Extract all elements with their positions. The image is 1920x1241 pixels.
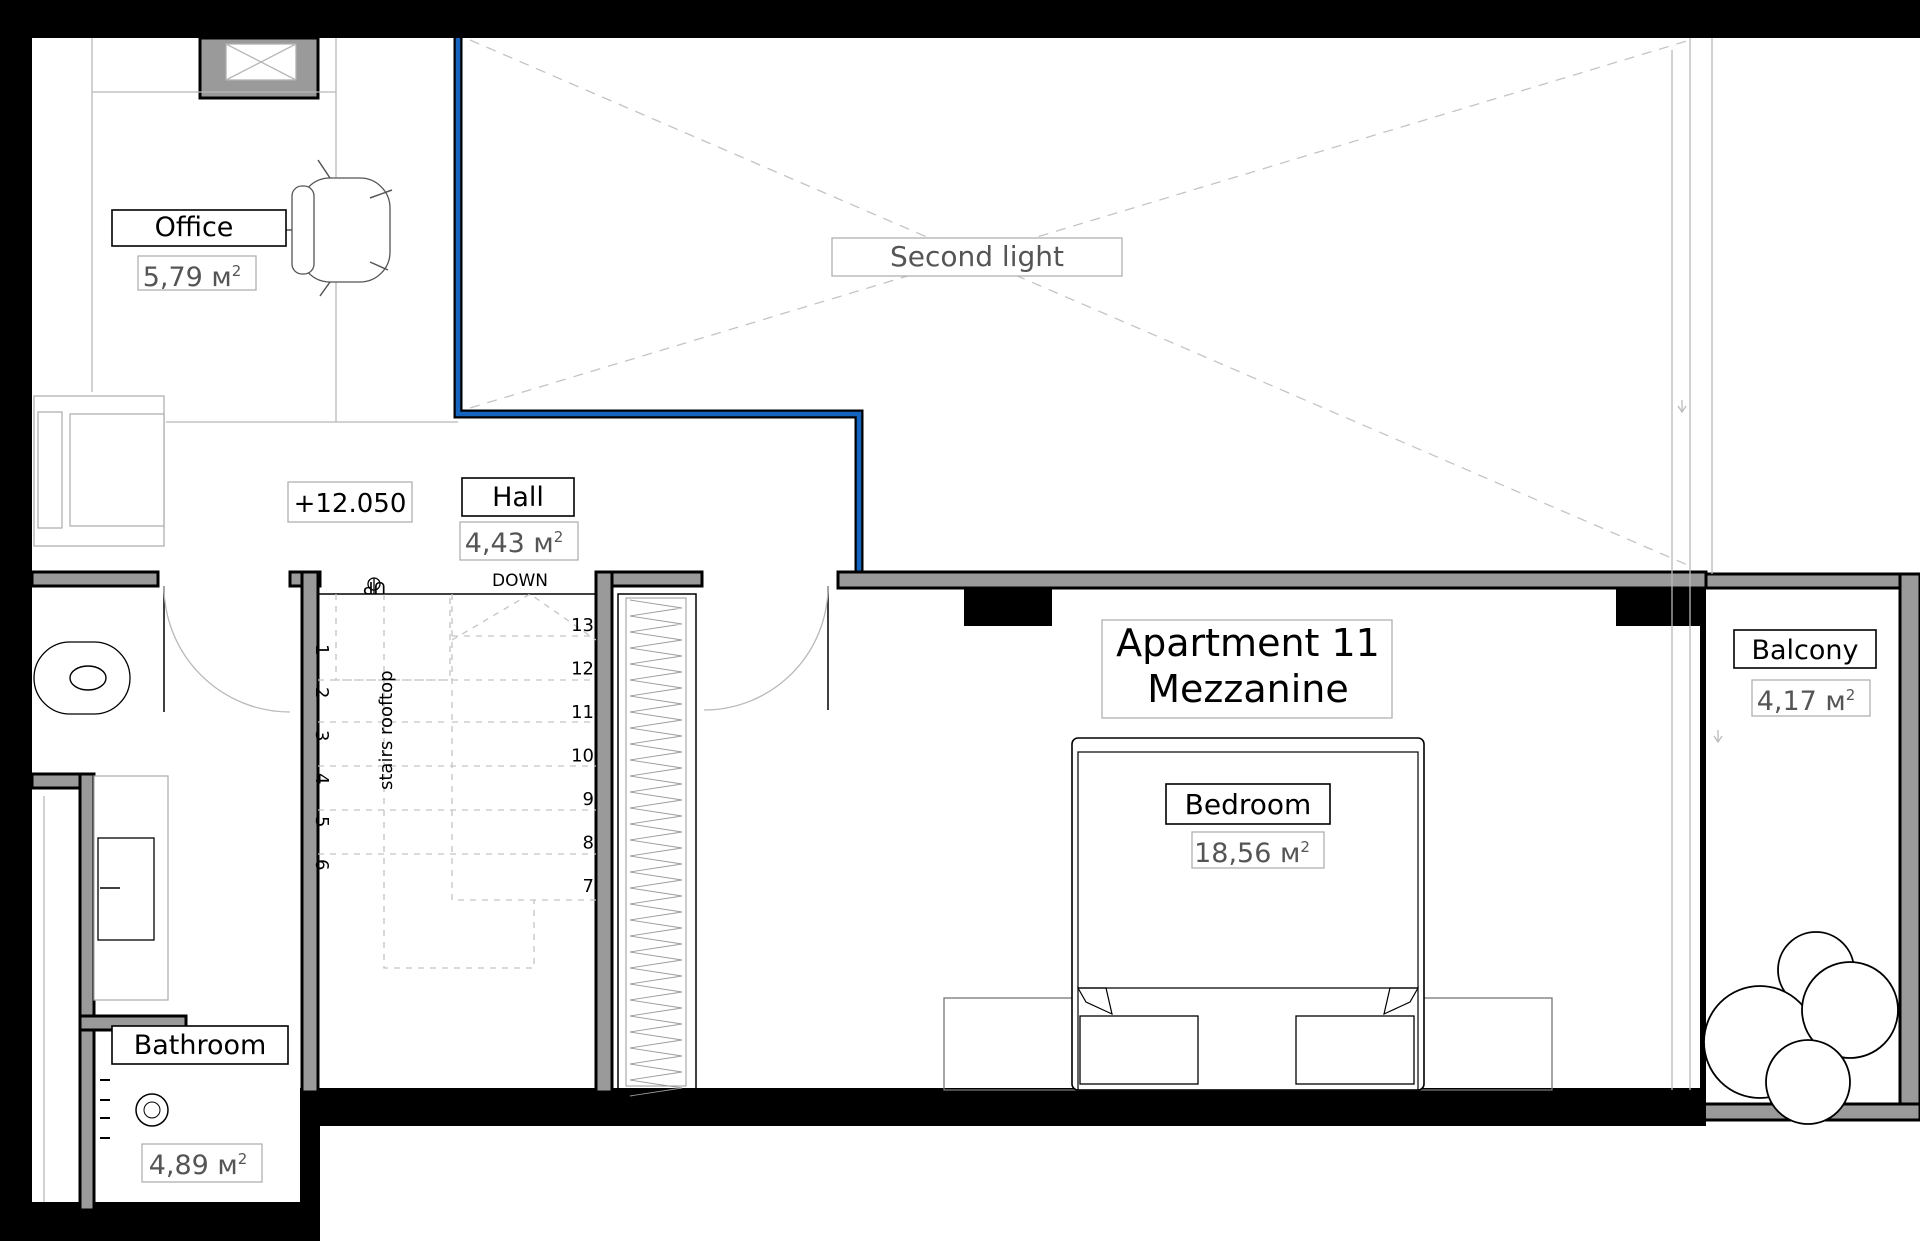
stair-step-number: 7: [583, 876, 594, 897]
column-1: [964, 588, 1052, 626]
svg-text:5,79 м2: 5,79 м2: [143, 262, 242, 293]
stair-step-number: 4: [311, 773, 332, 784]
second-light-label: Second light: [831, 237, 1123, 277]
svg-text:+12.050: +12.050: [294, 489, 407, 519]
office-label: Office 5,79 м2: [111, 209, 287, 293]
bottom-left-wall: [0, 1202, 320, 1241]
svg-text:Second light: Second light: [890, 240, 1064, 273]
level-mark: +12.050: [287, 481, 413, 523]
closet-wall-left: [594, 570, 614, 1094]
bedroom-label: Bedroom 18,56 м2: [1165, 783, 1331, 869]
void-diagonal-1: [469, 39, 1691, 567]
hall-label: Hall 4,43 м2: [459, 477, 579, 561]
balcony-post: [1700, 574, 1706, 1126]
column-2: [1616, 588, 1700, 626]
svg-text:Bathroom: Bathroom: [134, 1030, 267, 1061]
closet: [617, 593, 697, 1097]
office-chair-icon: [270, 159, 393, 297]
stair-up-label: UP: [363, 577, 386, 597]
apartment-title: Apartment 11 Mezzanine: [1101, 619, 1393, 719]
balcony-top-wall: [1698, 572, 1920, 590]
bed: [943, 737, 1553, 1091]
svg-text:Office: Office: [155, 212, 234, 243]
stair-step-number: 6: [311, 859, 332, 870]
staircase: [318, 577, 597, 969]
stairs-rooftop-label: stairs rooftop: [376, 670, 397, 790]
stair-step-number: 2: [311, 687, 332, 698]
bath-wall-vert: [78, 772, 96, 1212]
stair-step-number: 9: [583, 789, 594, 810]
stair-step-number: 3: [311, 730, 332, 741]
svg-text:Mezzanine: Mezzanine: [1147, 667, 1348, 711]
stair-down-label: DOWN: [492, 571, 548, 591]
stair-step-number: 12: [571, 659, 594, 680]
stair-step-number: 1: [311, 644, 332, 655]
bedroom-top-wall: [836, 570, 1708, 590]
bathroom-label: Bathroom 4,89 м2: [111, 1025, 289, 1183]
svg-text:4,89 м2: 4,89 м2: [149, 1150, 248, 1181]
void-diagonal-2: [469, 39, 1691, 409]
stair-step-number: 8: [583, 833, 594, 854]
stair-step-number: 10: [571, 746, 594, 767]
stair-step-number: 5: [311, 816, 332, 827]
stair-divider: [300, 570, 320, 1094]
svg-text:18,56 м2: 18,56 м2: [1194, 838, 1310, 869]
bathroom-right-wall: [300, 1088, 320, 1241]
svg-text:Balcony: Balcony: [1751, 635, 1858, 666]
shower-icon: [100, 1079, 169, 1139]
svg-text:Apartment 11: Apartment 11: [1116, 621, 1380, 665]
svg-text:4,43 м2: 4,43 м2: [465, 528, 564, 559]
svg-text:4,17 м2: 4,17 м2: [1757, 686, 1856, 717]
top-wall: [0, 0, 1920, 38]
stair-step-number: 13: [571, 615, 594, 636]
left-wall: [0, 0, 32, 1241]
plants-icon: [1703, 931, 1899, 1125]
svg-text:Bedroom: Bedroom: [1185, 788, 1312, 821]
stair-step-number: 11: [571, 702, 594, 723]
stair-numbers-right: 13 12 11 10 9 8 7: [571, 615, 594, 897]
toilet-icon: [33, 641, 131, 715]
svg-text:Hall: Hall: [492, 482, 544, 513]
sink: [97, 837, 155, 941]
stair-numbers-left: 1 2 3 4 5 6: [311, 644, 332, 870]
bottom-wall: [300, 1088, 1702, 1126]
balcony-right-wall: [1898, 572, 1920, 1122]
hall-bath-wall: [30, 570, 160, 588]
balcony-label: Balcony 4,17 м2: [1733, 629, 1877, 717]
